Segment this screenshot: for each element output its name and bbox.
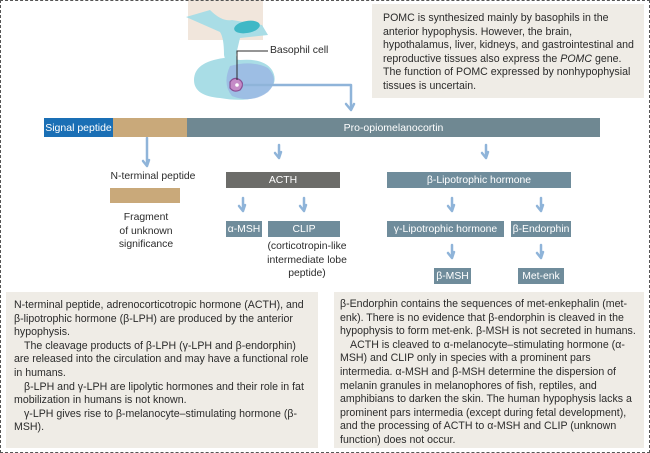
n-terminal-segment bbox=[113, 118, 187, 137]
beta-lph-box: β-Lipotrophic hormone bbox=[387, 172, 571, 188]
basophil-leader-line bbox=[236, 50, 268, 80]
left-note-paragraph: N-terminal peptide, adrenocorticotropic … bbox=[14, 299, 304, 339]
signal-peptide-segment: Signal peptide bbox=[44, 118, 113, 137]
left-note-paragraph: β-LPH and γ-LPH are lipolytic hormones a… bbox=[14, 380, 304, 407]
right-note-paragraph: β-Endorphin contains the sequences of me… bbox=[340, 298, 636, 338]
intro-note-text: POMC is synthesized mainly by basophils … bbox=[383, 12, 634, 92]
alpha-msh-box: α-MSH bbox=[226, 221, 262, 237]
arrowhead-n-terminal bbox=[141, 158, 151, 168]
arrowhead-gamma-lph bbox=[446, 203, 456, 213]
arrowhead-beta-lph bbox=[480, 150, 490, 160]
right-note: β-Endorphin contains the sequences of me… bbox=[334, 292, 644, 448]
basophil-nucleus bbox=[235, 83, 239, 87]
beta-endorphin-box: β-Endorphin bbox=[511, 221, 571, 237]
arrowhead-alpha-msh bbox=[237, 203, 247, 213]
left-note: N-terminal peptide, adrenocorticotropic … bbox=[6, 292, 318, 448]
right-note-paragraph: ACTH is cleaved to α-melanocyte–stimulat… bbox=[340, 338, 632, 446]
signal-peptide-label: Signal peptide bbox=[45, 121, 112, 134]
intro-note: POMC is synthesized mainly by basophils … bbox=[372, 4, 644, 98]
basophil-cell-label: Basophil cell bbox=[270, 45, 329, 56]
beta-msh-box: β-MSH bbox=[434, 268, 471, 284]
arrowhead-beta-msh bbox=[446, 250, 456, 260]
left-note-paragraph: The cleavage products of β-LPH (γ-LPH an… bbox=[14, 339, 309, 379]
gamma-lph-box: γ-Lipotrophic hormone bbox=[387, 221, 504, 237]
arrowhead-clip bbox=[298, 203, 308, 213]
n-terminal-fragment-bar bbox=[110, 188, 180, 203]
arrowhead-acth bbox=[273, 150, 283, 160]
met-enk-box: Met-enk bbox=[518, 268, 564, 284]
acth-box: ACTH bbox=[226, 172, 340, 188]
n-terminal-description: Fragment of unknown significance bbox=[118, 212, 174, 250]
arrowhead-beta-endorphin bbox=[535, 203, 545, 213]
clip-box: CLIP bbox=[268, 221, 340, 237]
n-terminal-label: N-terminal peptide bbox=[110, 171, 196, 182]
arrowhead-met-enk bbox=[535, 250, 545, 260]
pomc-label: Pro-opiomelanocortin bbox=[343, 121, 444, 134]
arrow-basophil-to-pomc bbox=[242, 83, 353, 110]
pituitary-illustration bbox=[186, 0, 275, 100]
clip-description: (corticotropin-like intermediate lobe pe… bbox=[267, 241, 347, 279]
pomc-segment: Pro-opiomelanocortin bbox=[187, 118, 600, 137]
arrowhead-basophil bbox=[344, 102, 356, 112]
left-note-paragraph: γ-LPH gives rise to β-melanocyte–stimula… bbox=[14, 407, 298, 434]
infundibulum bbox=[234, 20, 260, 34]
